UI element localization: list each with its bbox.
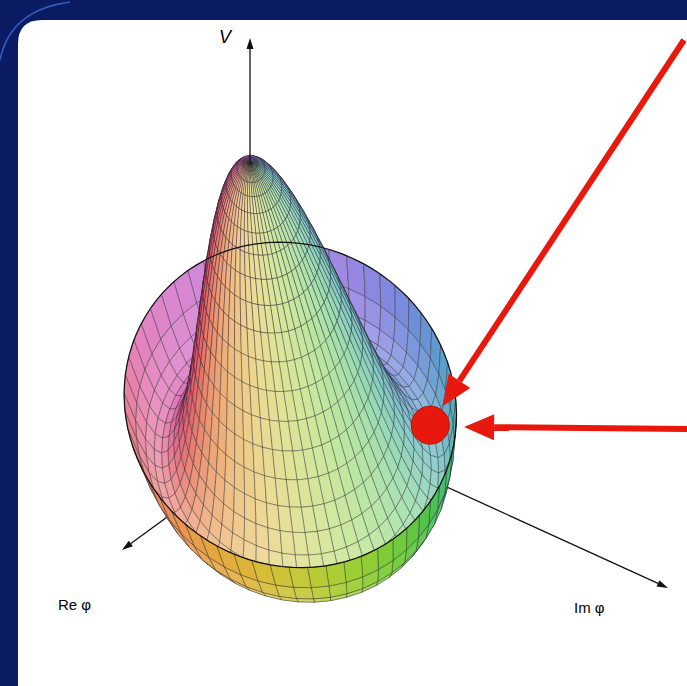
surface-patch (240, 229, 244, 252)
axes (122, 420, 668, 588)
surface-patch (275, 478, 289, 507)
axes (247, 38, 254, 161)
surface-patch (252, 561, 276, 586)
surface-patch (244, 439, 255, 472)
surface-patch (268, 528, 282, 553)
field-state-dot (411, 406, 449, 444)
surface-patch (159, 497, 181, 534)
surface-patch (250, 196, 254, 213)
surface-patch (241, 210, 245, 230)
re-axis-head (122, 541, 133, 550)
red-arrow-line (459, 40, 684, 381)
surface-patch (245, 195, 248, 212)
surface-patch (255, 499, 268, 528)
surface-patch (139, 455, 153, 488)
surface-patch (250, 171, 252, 182)
surface-patch (264, 361, 275, 392)
surface-patch (250, 161, 256, 163)
surface-patch (250, 163, 253, 171)
surface-patch (250, 163, 252, 171)
red-arrow-line (494, 427, 687, 429)
surface-patch (249, 182, 252, 196)
surface-patch (125, 411, 139, 455)
surface-patch (393, 528, 407, 560)
surface-patch (266, 390, 278, 421)
surface-patch (229, 291, 235, 321)
surface-patch (311, 586, 330, 599)
v-axis-head (247, 38, 254, 49)
surface-patch (245, 170, 248, 181)
surface-patch (247, 163, 250, 171)
surface-patch (278, 506, 293, 533)
surface-patch (236, 227, 241, 250)
surface-patch (247, 163, 250, 170)
red-arrow-head (464, 414, 494, 440)
surface-patch (230, 267, 236, 295)
surface-patch (244, 161, 250, 163)
v-axis-line (249, 49, 250, 161)
surface-patch (249, 171, 251, 182)
surface-patch (256, 279, 265, 306)
surface-patch (228, 344, 235, 377)
surface-patch (429, 486, 440, 524)
axis-label: Im φ (574, 600, 605, 617)
surface-patch (250, 163, 252, 171)
surface-patch (270, 420, 283, 451)
surface-patch (228, 317, 234, 349)
mexican-hat-surface (124, 155, 456, 602)
red-arrow-head (443, 374, 470, 406)
surface-patch (270, 565, 293, 587)
surface-patch (235, 321, 242, 353)
surface-patch (254, 255, 261, 280)
surface-patch (250, 163, 255, 170)
surface-patch (250, 163, 252, 171)
surface-patch (235, 270, 240, 298)
surface-patch (244, 160, 250, 163)
surface-patch (261, 332, 272, 362)
surface-patch (246, 171, 248, 182)
surface-patch (406, 515, 419, 549)
surface-patch (249, 163, 251, 171)
surface-patch (293, 587, 313, 598)
im-axis-head (657, 580, 668, 588)
axis-label: V (219, 28, 231, 48)
surface-patch (258, 305, 268, 333)
surface-patch (128, 429, 144, 472)
rim-outline (124, 242, 456, 567)
red-pointers (411, 40, 687, 444)
surface-patch (235, 377, 243, 411)
surface-patch (250, 161, 257, 163)
surface-patch (235, 349, 243, 382)
surface-patch (250, 163, 254, 171)
surface-patch (235, 247, 240, 273)
white-panel (18, 20, 687, 686)
surface-patch (272, 450, 286, 480)
surface-patch (296, 599, 314, 603)
surface-patch (249, 163, 250, 171)
surface-patch (248, 163, 250, 171)
surface-patch (280, 531, 295, 555)
surface-patch (438, 454, 445, 473)
surface-patch (344, 556, 363, 582)
surface-patch (251, 171, 254, 182)
surface-patch (251, 213, 256, 233)
axis-label: Re φ (58, 597, 91, 614)
frame-arc (0, 2, 70, 60)
surface-patch (235, 295, 241, 325)
surface-patch (235, 406, 244, 440)
surface-patch (418, 501, 430, 537)
